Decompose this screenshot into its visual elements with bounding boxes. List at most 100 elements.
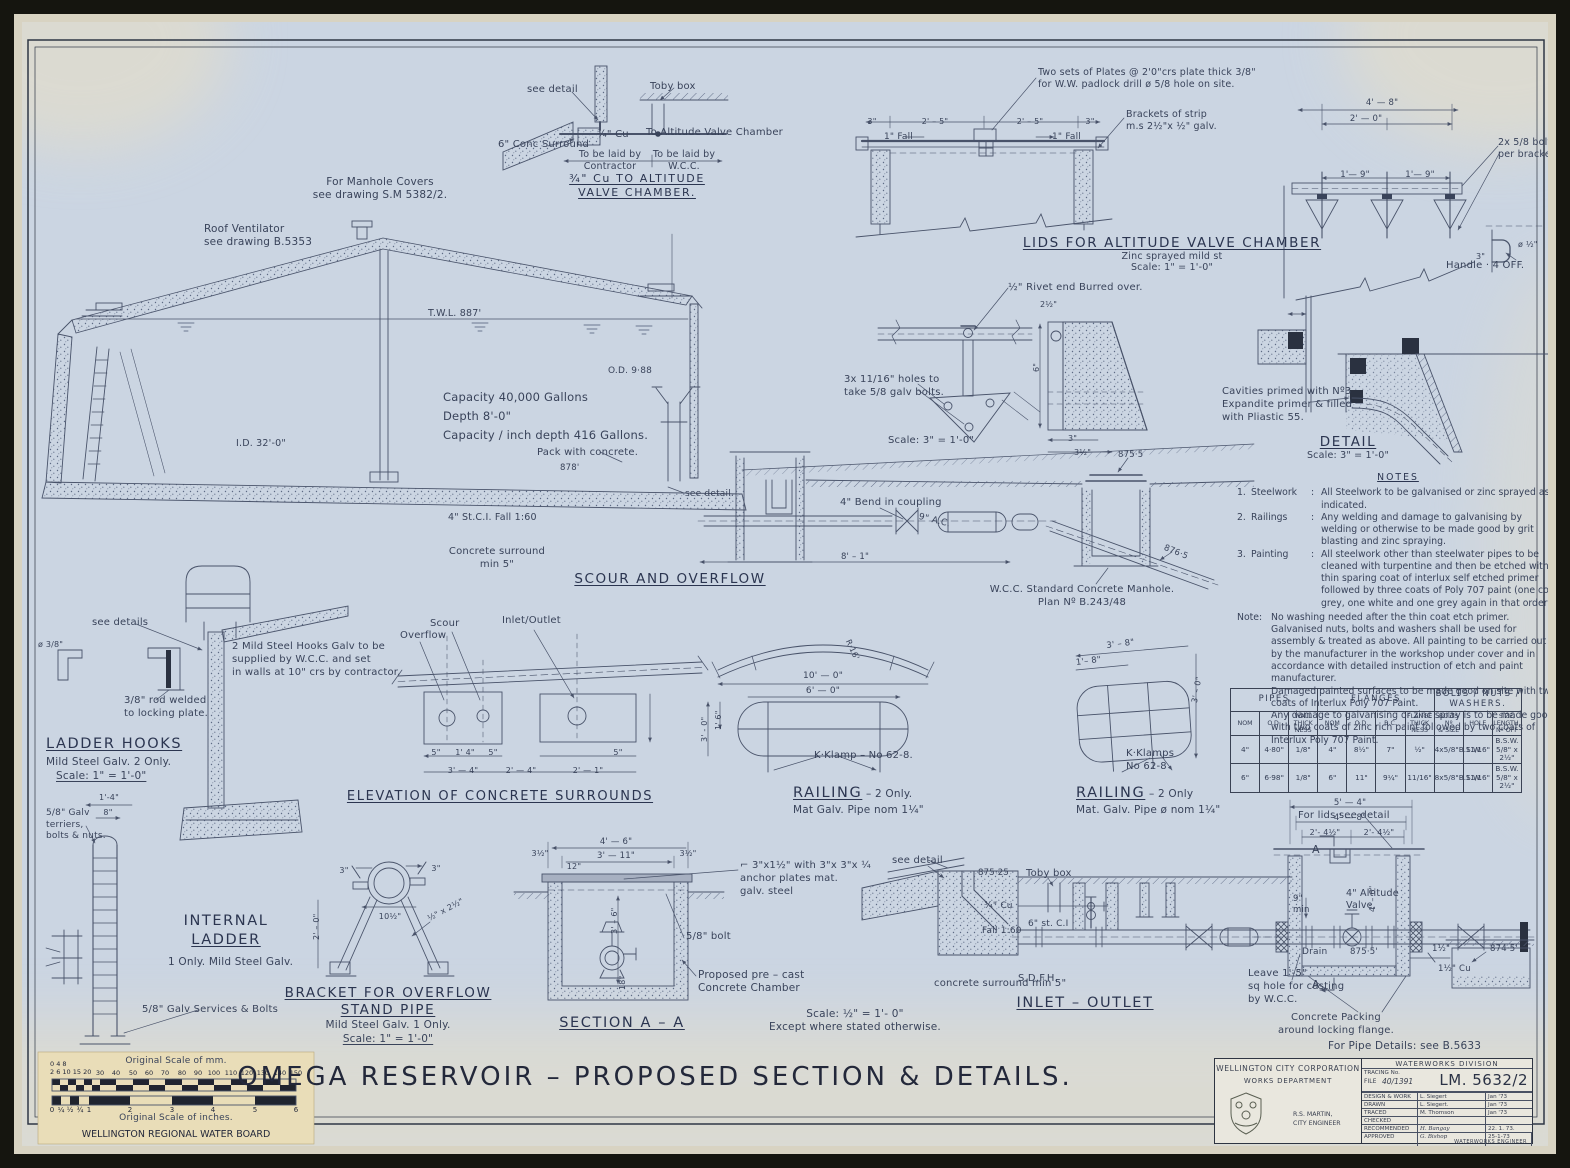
dim-rivet-3: 3" [1068, 434, 1078, 443]
concrete-surround-note-2: concrete surround min 5" [934, 978, 1067, 989]
dim-br-strap: ½" x 2½" [426, 896, 466, 923]
dim-rivet-3half: 3½" [1074, 448, 1092, 457]
bracket-subtitle: Mild Steel Galv. 1 Only. [325, 1019, 451, 1031]
inch-tick-½: ½ [66, 1106, 74, 1114]
notes-note-label: Note: [1237, 611, 1263, 623]
scour-pipe-label: 4" St.C.I. Fall 1:60 [448, 512, 537, 523]
title-block-row-checked: CHECKED [1362, 1116, 1532, 1124]
dim-sa-3-6: 3' – 6" [610, 907, 619, 934]
file-label: FILE [1364, 1078, 1377, 1085]
lids-title: LIDS FOR ALTITUDE VALVE CHAMBER [1022, 235, 1322, 251]
internal-ladder-title-1: INTERNAL [183, 913, 269, 929]
plates-note: Two sets of Plates @ 2'0"crs plate thick… [1038, 67, 1256, 91]
fall-left-label: 1" Fall [884, 132, 913, 142]
division-name: WATERWORKS DIVISION [1362, 1059, 1532, 1069]
wcc-manhole-note: W.C.C. Standard Concrete Manhole. Plan N… [989, 584, 1175, 608]
dim-rivet-2half: 2½" [1040, 300, 1058, 309]
cavities-note: Cavities primed with Nº3 Expandite prime… [1222, 386, 1353, 423]
capacity-per-inch-label: Capacity / inch depth 416 Gallons. [443, 428, 649, 442]
dim-lids-3b: 3" [1085, 117, 1095, 126]
dia-38-label: ø 3/8" [38, 640, 64, 649]
dim-r1-3-0: 3' - 0" [700, 716, 709, 742]
rivet-scale: Scale: 3" = 1'-0" [888, 435, 975, 446]
internal-ladder-subtitle: 1 Only. Mild Steel Galv. [168, 956, 294, 968]
pipe-details-note: For Pipe Details: see B.5633 [1328, 1040, 1482, 1052]
laid-by-wcc-label: To be laid by W.C.C. [652, 149, 716, 173]
pack-concrete-label: Pack with concrete. [537, 447, 639, 458]
inch-tick-¾: ¾ [76, 1106, 84, 1114]
leave-hole-note: Leave 1'-5" sq hole for casting by W.C.C… [1248, 968, 1345, 1005]
inch-tick-2: 2 [127, 1106, 133, 1114]
level-875-5-main: 875·5 [1118, 450, 1144, 460]
approved-title: WATERWORKS ENGINEER [1454, 1139, 1527, 1145]
internal-ladder-title-2: LADDER [191, 932, 261, 948]
city-engineer-title: CITY ENGINEER [1293, 1120, 1341, 1127]
bolts-per-bracket-note: 2x 5/8 bolts per bracket. [1498, 137, 1558, 161]
detail-scale: Scale: 3" = 1'-0" [1306, 450, 1390, 461]
section-aa-title: SECTION A – A [559, 1015, 685, 1031]
tracing-no-label: TRACING No. [1364, 1070, 1400, 1076]
section-marker-a-top: A [1312, 843, 1320, 856]
dim-r2-3-0: 3' – 0" [1190, 675, 1204, 704]
dim-io-2-4b: 2'- 4½" [1363, 828, 1395, 837]
level-874-5: 874·5' [1490, 944, 1518, 954]
galv-services-note: 5/8" Galv Services & Bolts [142, 1004, 279, 1015]
level-875-5-b: 875·5' [1350, 947, 1378, 957]
scour-label: Scour [430, 618, 460, 629]
table-group-BOLTS / NUTS / WASHERS.: BOLTS / NUTS / WASHERS. [1433, 688, 1523, 712]
scour-overflow-title: SCOUR AND OVERFLOW [574, 571, 766, 587]
bend-coupling-label: 4" Bend in coupling [840, 497, 942, 508]
dim-tr-19b: 1'— 9" [1405, 170, 1435, 180]
toby-box-label-2: Toby box [1026, 868, 1072, 879]
notes-title: NOTES [1377, 472, 1419, 483]
dim-sa-12: 12" [566, 862, 582, 871]
dim-handle-3: 3" [1476, 252, 1486, 261]
dim-tr-4-8: 4' — 8" [1365, 98, 1399, 108]
dim-lids-3a: 3" [867, 117, 877, 126]
dim-sa-18: 18" [618, 975, 627, 990]
see-detail-note-3: see detail [892, 855, 943, 866]
notes-items: 1.Steelwork:All Steelwork to be galvanis… [1237, 487, 1559, 610]
dim-lids-25b: 2' – 5" [1016, 117, 1044, 126]
dim-lids-25a: 2' – 5" [921, 117, 949, 126]
handle-note: Handle · 4 OFF. [1446, 260, 1525, 271]
kklamp-label-1: K·Klamp – No 62-8. [814, 750, 913, 761]
holes-note: 3x 11/16" holes to take 5/8 galv bolts. [844, 374, 944, 398]
railing2-title: RAILING [1076, 785, 1146, 801]
laid-by-contractor-label: To be laid by Contractor [578, 149, 642, 173]
section-marker-a-bottom: A [1312, 978, 1320, 991]
mm-tick-90: 90 [193, 1069, 203, 1077]
od-label: O.D. 9·88 [608, 366, 653, 376]
note-item-1: 1.Steelwork:All Steelwork to be galvanis… [1237, 487, 1550, 511]
inch-tick-6: 6 [293, 1106, 299, 1114]
table-header: O.D. [1346, 710, 1377, 737]
railing2-material: Mat. Galv. Pipe ø nom 1¼" [1076, 804, 1221, 816]
table-header: B.C. [1375, 710, 1406, 737]
dim-8-1: 8' – 1" [840, 552, 870, 562]
title-block: WELLINGTON CITY CORPORATION WORKS DEPART… [1214, 1058, 1533, 1146]
table-header: O.D. [1259, 710, 1290, 737]
mm-tick-60: 60 [144, 1069, 154, 1077]
cu-pipe-label-2: ¾" Cu [984, 901, 1013, 911]
to-altitude-valve-chamber-label: To Altitude Valve Chamber [646, 127, 783, 138]
dim-el-2-4: 2' — 4" [505, 766, 537, 775]
inch-scale-title: Original Scale of inches. [119, 1113, 233, 1123]
terriers-note: 5/8" Galv terriers, bolts & nuts. [46, 808, 106, 842]
lids-subtitle: Zinc sprayed mild st [1121, 251, 1223, 262]
level-878: 878' [560, 463, 580, 473]
mm-tick-80: 80 [177, 1069, 187, 1077]
tracing-number: LM. 5632/2 [1439, 1071, 1528, 1089]
sheet-scale-2: Except where stated otherwise. [769, 1021, 941, 1033]
packing-note: Concrete Packing around locking flange. [1277, 1012, 1395, 1036]
dim-io-2-4a: 2'- 4½" [1309, 828, 1341, 837]
kklamps-label-2: K·Klamps No 62-8 [1126, 748, 1175, 772]
dim-br-3a: 3" [339, 866, 349, 875]
table-header: SIZE, LENGTH, Nº OFF [1491, 710, 1523, 737]
inlet-outlet-label: Inlet/Outlet [502, 615, 561, 626]
ladder-hooks-title: LADDER HOOKS [46, 736, 183, 752]
cu-to-avc-title: ¾" Cu TO ALTITUDE VALVE CHAMBER. [569, 172, 705, 200]
drain-label: Drain [1302, 947, 1328, 957]
overflow-label: Overflow [400, 630, 447, 641]
table-header: HOLE [1462, 710, 1493, 737]
